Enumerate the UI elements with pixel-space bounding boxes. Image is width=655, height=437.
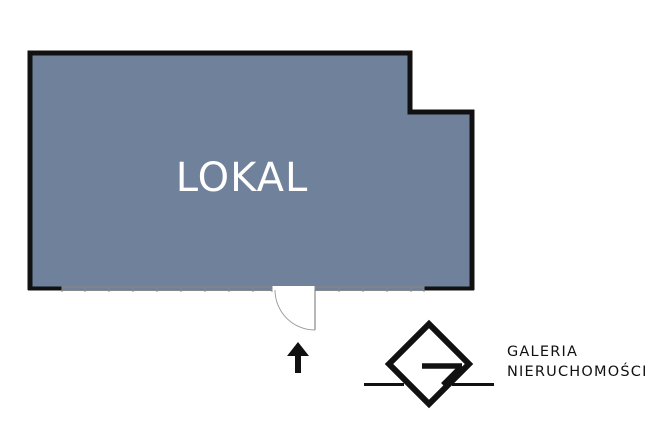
arrow-up-icon bbox=[287, 342, 309, 373]
galeria-diamond-logo-icon bbox=[364, 319, 494, 409]
door-swing-arc bbox=[274, 289, 316, 331]
entrance-door bbox=[271, 286, 316, 331]
room-floor bbox=[30, 53, 472, 290]
room-wall bbox=[27, 50, 475, 290]
brand-name-line-1: GALERIA bbox=[507, 344, 579, 360]
brand-name: GALERIA NIERUCHOMOŚCI bbox=[507, 342, 648, 382]
brand-name-line-2: NIERUCHOMOŚCI bbox=[507, 364, 648, 380]
room-label: LOKAL bbox=[175, 155, 309, 201]
storefront-window bbox=[61, 286, 425, 292]
